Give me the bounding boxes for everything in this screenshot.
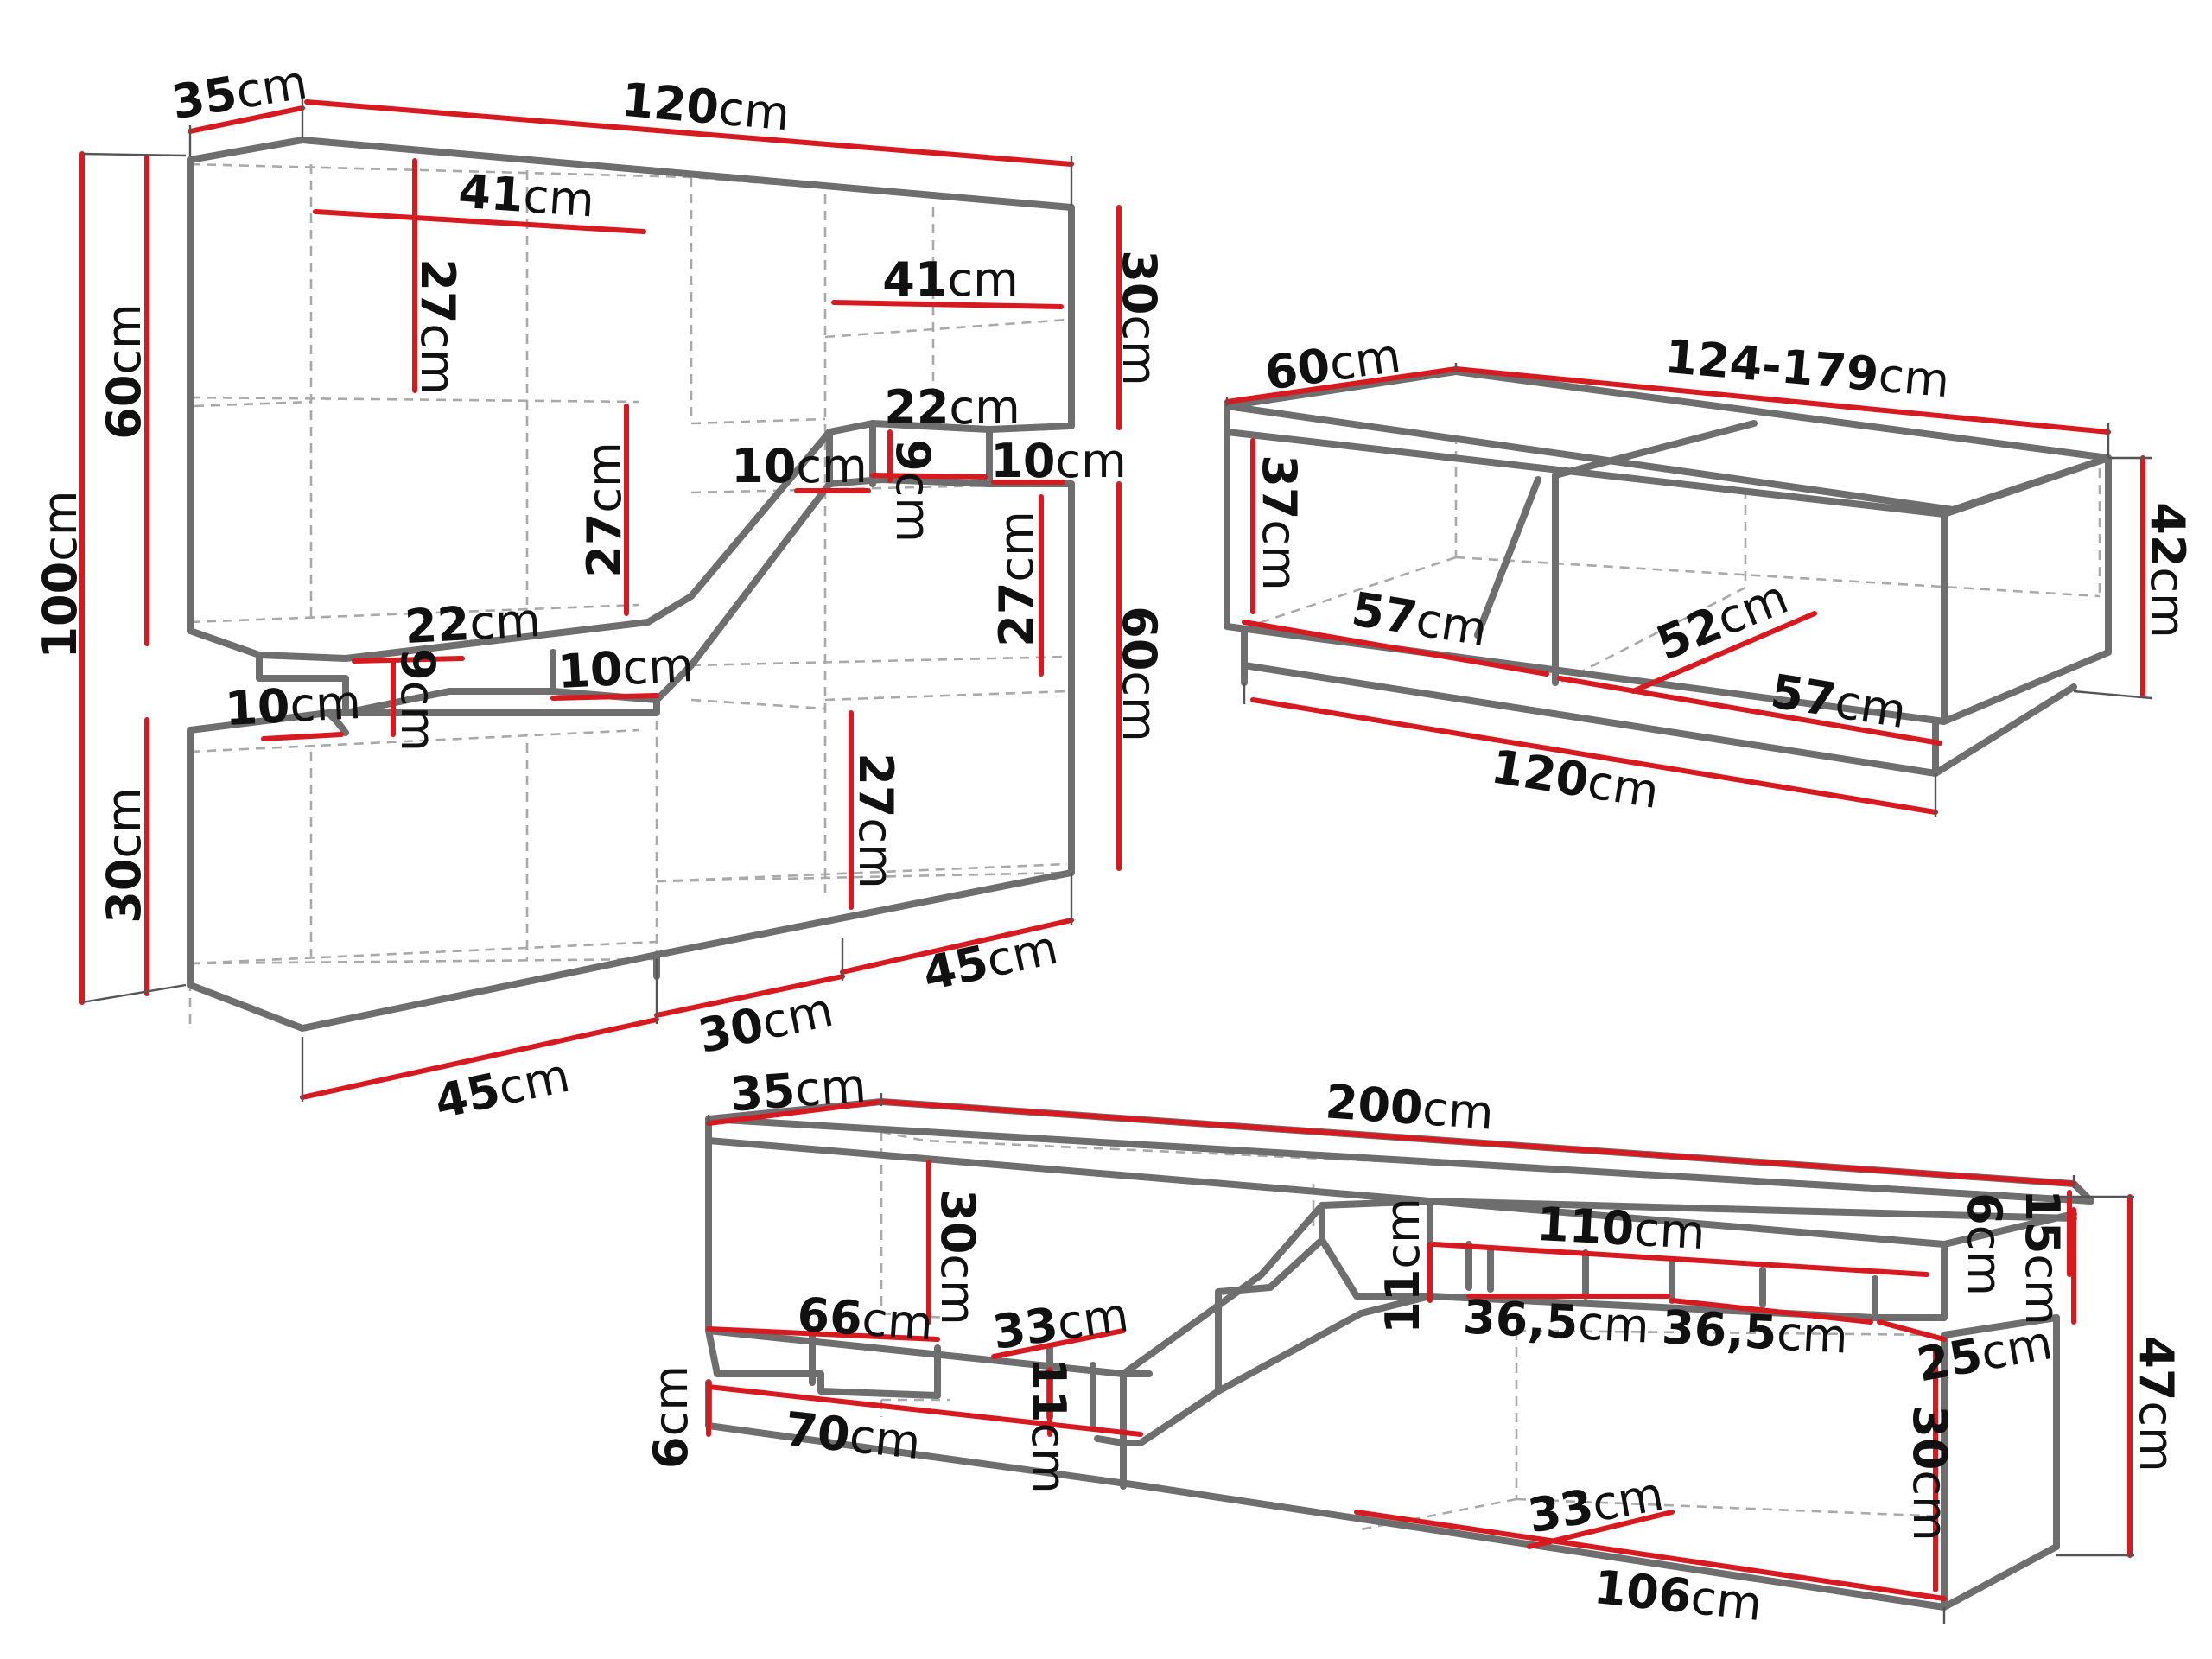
tv-left-bottom-width-label: 70cm — [782, 1402, 923, 1470]
gap-left-bottom-label: 10cm — [224, 675, 363, 736]
step-height-left-label: 9cm — [391, 648, 445, 752]
tv-right-height-label: 15cm — [2015, 1189, 2069, 1325]
tv-top-thickness-label: 6cm — [1957, 1192, 2012, 1296]
coffee-table-extension-lines — [1225, 363, 2152, 817]
tv-width-label: 200cm — [1324, 1074, 1496, 1140]
cell-bottom-height-label: 27cm — [849, 753, 903, 888]
tv-base-thickness-label: 6cm — [644, 1365, 698, 1469]
tv-split-left-label: 36,5cm — [1462, 1289, 1651, 1353]
tv-stand-dimension-lines — [706, 1099, 2133, 1601]
bottom-right-width-label: 45cm — [918, 920, 1063, 1001]
tv-bottom-inner-width-label: 33cm — [1524, 1466, 1668, 1543]
cell-top-left-width-label: 41cm — [457, 164, 596, 228]
tv-stand: 35cm 200cm 30cm 6cm 15cm 47cm 110cm 11cm… — [644, 1058, 2183, 1631]
tv-left-inner-width-label: 33cm — [989, 1287, 1132, 1360]
table-depth-label: 60cm — [1262, 328, 1404, 401]
tv-stand-outline — [705, 1098, 2094, 1611]
step-width-left-label: 22cm — [404, 593, 543, 654]
tv-shelf-width-label: 110cm — [1535, 1197, 1707, 1260]
coffee-table-dimension-lines — [1224, 366, 2145, 815]
coffee-table-outline — [1224, 368, 2112, 777]
tv-stand-extension-lines — [707, 1093, 2134, 1624]
tv-depth-label: 35cm — [728, 1058, 868, 1122]
shelf-unit: 35cm 120cm 100cm 60cm 30cm 30cm 60cm 41c… — [33, 54, 1166, 1129]
tv-split-right-label: 36,5cm — [1661, 1300, 1850, 1363]
shelf-top-right-height-label: 30cm — [1112, 250, 1166, 385]
table-extendable-width-label: 124-179cm — [1662, 329, 1951, 409]
shelf-lower-height-label: 30cm — [97, 787, 151, 923]
bottom-left-width-label: 45cm — [430, 1048, 575, 1129]
gap-mid-bottom-label: 10cm — [556, 638, 696, 699]
tv-shelf-height-a-label: 11cm — [1376, 1198, 1430, 1333]
tv-right-inner-height-label: 30cm — [1903, 1405, 1957, 1541]
gap-left-top-label: 10cm — [731, 439, 867, 493]
step-width-top-label: 22cm — [884, 380, 1020, 435]
shelf-unit-extension-lines — [81, 95, 1073, 1102]
cell-mid-left-height-label: 27cm — [577, 442, 632, 577]
tv-right-depth-label: 25cm — [1913, 1315, 2056, 1392]
shelf-total-height-label: 100cm — [33, 490, 87, 658]
coffee-table: 60cm 124-179cm 37cm 42cm 57cm 52cm 57cm … — [1224, 328, 2195, 819]
tv-left-top-width-label: 66cm — [796, 1287, 935, 1351]
table-drawer-right-label: 57cm — [1767, 664, 1910, 739]
shelf-upper-height-label: 60cm — [97, 303, 151, 439]
shelf-unit-dimension-lines — [79, 99, 1122, 1100]
cell-right-height-label: 27cm — [989, 511, 1044, 646]
bottom-mid-width-label: 30cm — [694, 982, 838, 1064]
table-drawer-left-label: 57cm — [1348, 582, 1491, 657]
shelf-right-height-label: 60cm — [1112, 606, 1166, 741]
shelf-depth-label: 35cm — [168, 54, 310, 130]
table-width-label: 120cm — [1488, 739, 1662, 819]
tv-shelf-height-b-label: 11cm — [1021, 1357, 1076, 1493]
tv-bottom-width-label: 106cm — [1592, 1560, 1765, 1631]
table-height-label: 42cm — [2140, 502, 2195, 638]
shelf-width-label: 120cm — [620, 73, 792, 142]
table-inner-height-label: 37cm — [1252, 454, 1306, 590]
tv-total-height-label: 47cm — [2129, 1336, 2183, 1471]
cell-top-left-height-label: 27cm — [410, 258, 465, 394]
tv-upper-height-label: 30cm — [931, 1189, 985, 1325]
cell-top-right-width-label: 41cm — [882, 252, 1018, 307]
gap-right-top-label: 10cm — [990, 434, 1126, 488]
step-height-top-label: 9cm — [886, 439, 940, 543]
